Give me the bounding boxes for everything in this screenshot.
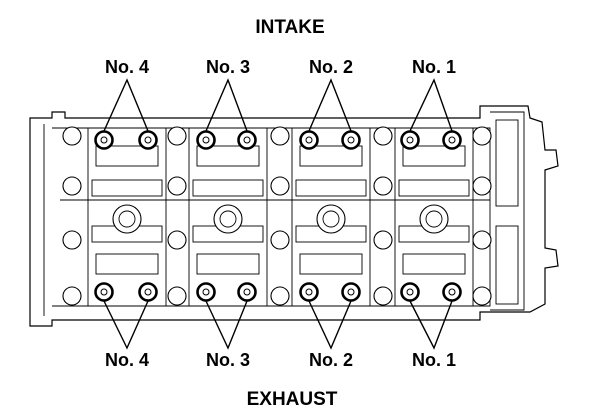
head-casting	[29, 105, 559, 327]
intake-label-no1: No. 1	[412, 57, 456, 77]
valve-adjuster	[237, 130, 257, 150]
valve-adjuster	[196, 282, 216, 302]
head-bolt	[62, 176, 82, 196]
intake-valve-adjusters	[94, 130, 462, 150]
intake-labels: No. 4 No. 3 No. 2 No. 1	[105, 57, 456, 77]
exhaust-labels: No. 4 No. 3 No. 2 No. 1	[105, 350, 456, 370]
cylinder-bays	[87, 127, 474, 307]
valve-adjuster	[400, 130, 420, 150]
leader-line	[205, 300, 248, 350]
valve-adjuster	[94, 130, 114, 150]
exhaust-valve-adjusters	[94, 282, 462, 302]
valve-adjuster	[138, 130, 158, 150]
intake-label-no2: No. 2	[309, 57, 353, 77]
head-bolt	[270, 176, 290, 196]
valve-adjuster	[442, 130, 462, 150]
exhaust-label-no3: No. 3	[206, 350, 250, 370]
valve-adjuster	[196, 130, 216, 150]
head-bolt	[270, 126, 290, 146]
valve-adjuster	[442, 282, 462, 302]
exhaust-label-no4: No. 4	[105, 350, 149, 370]
cylinder-bay-3	[188, 127, 268, 307]
leader-line	[103, 78, 149, 132]
head-bolt	[62, 230, 82, 250]
valve-adjuster	[341, 282, 361, 302]
cylinder-bay-2	[291, 127, 371, 307]
head-bolt	[270, 286, 290, 306]
intake-leader-lines	[103, 78, 453, 132]
intake-label-no3: No. 3	[206, 57, 250, 77]
exhaust-label-no2: No. 2	[309, 350, 353, 370]
leader-line	[103, 300, 149, 350]
cylinder-bay-4	[87, 127, 167, 307]
head-bolt	[472, 126, 492, 146]
leader-line	[308, 300, 352, 350]
head-bolt	[373, 286, 393, 306]
intake-heading: INTAKE	[255, 17, 324, 38]
head-bolt	[167, 230, 187, 250]
head-bolt	[472, 230, 492, 250]
head-bolt	[373, 230, 393, 250]
head-bolt	[472, 176, 492, 196]
leader-line	[205, 78, 248, 132]
cylinder-bay-1	[394, 127, 474, 307]
head-bolt	[62, 286, 82, 306]
valve-adjuster	[138, 282, 158, 302]
valve-adjuster	[299, 282, 319, 302]
leader-line	[308, 78, 352, 132]
head-bolt	[373, 126, 393, 146]
head-bolt	[373, 176, 393, 196]
valve-adjuster	[94, 282, 114, 302]
exhaust-heading: EXHAUST	[247, 389, 338, 410]
valve-adjuster	[237, 282, 257, 302]
exhaust-leader-lines	[103, 300, 453, 350]
leader-line	[409, 78, 453, 132]
head-bolt	[167, 126, 187, 146]
intake-label-no4: No. 4	[105, 57, 149, 77]
head-bolt	[167, 176, 187, 196]
leader-line	[409, 300, 453, 350]
head-bolts	[62, 126, 492, 306]
head-bolt	[270, 230, 290, 250]
head-bolt	[167, 286, 187, 306]
valve-adjuster	[400, 282, 420, 302]
valve-adjuster	[341, 130, 361, 150]
valve-adjuster	[299, 130, 319, 150]
head-bolt	[472, 286, 492, 306]
head-bolt	[62, 126, 82, 146]
exhaust-label-no1: No. 1	[412, 350, 456, 370]
